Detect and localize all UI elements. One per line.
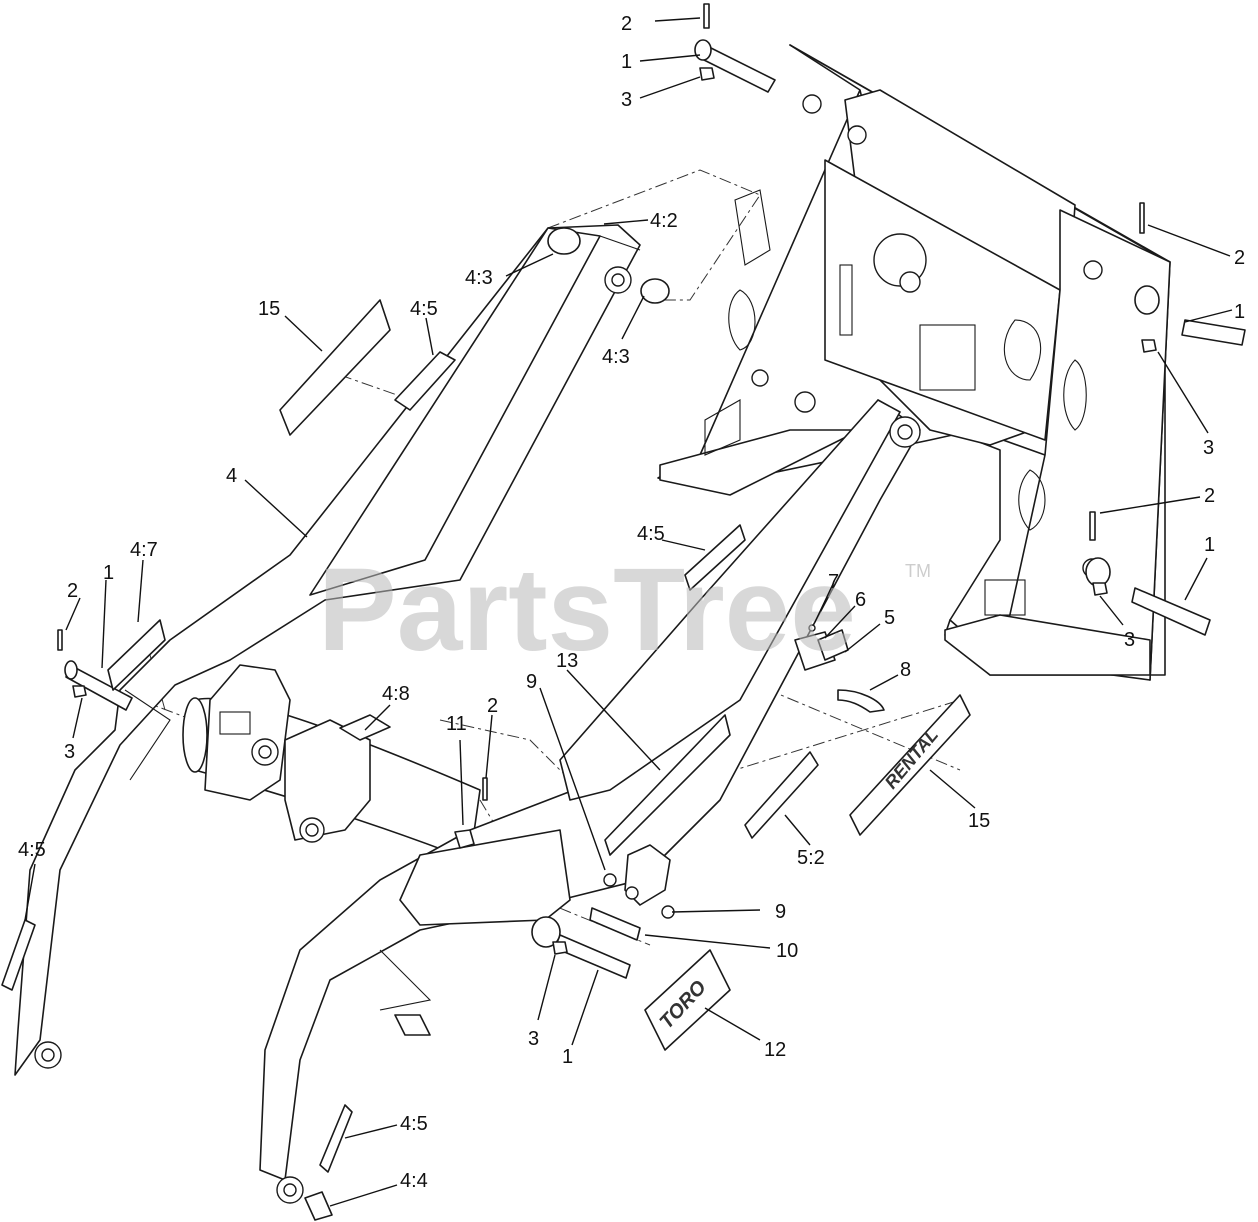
callout-label: 4:8 xyxy=(382,683,410,705)
decal-13 xyxy=(604,714,731,856)
decal-4-5-left xyxy=(1,919,36,991)
callout-label: 11 xyxy=(446,713,467,735)
main-frame xyxy=(657,44,1171,681)
lift-arm-left xyxy=(14,224,670,1076)
callout-label: 15 xyxy=(258,298,280,320)
callout-label: 3 xyxy=(64,741,75,763)
callout-label: 1 xyxy=(562,1046,573,1068)
callout-label: 2 xyxy=(1204,485,1215,507)
pins-hardware xyxy=(57,3,1246,1221)
decal-4-5-bottom xyxy=(319,1104,353,1173)
callout-label: 2 xyxy=(487,695,498,717)
lift-arm-right xyxy=(259,399,921,1204)
callout-label: 8 xyxy=(900,659,911,681)
callout-label: 13 xyxy=(556,650,578,672)
callout-label: 4:5 xyxy=(18,839,46,861)
callout-label: 15 xyxy=(968,810,990,832)
callout-label: 10 xyxy=(776,940,798,962)
decal-4-8 xyxy=(339,714,391,741)
callout-label: 9 xyxy=(526,671,537,693)
callout-label: 1 xyxy=(621,51,632,73)
callout-label: 4:4 xyxy=(400,1170,428,1192)
callout-label: 5 xyxy=(884,607,895,629)
callout-label: 2 xyxy=(621,13,632,35)
callout-label: 9 xyxy=(775,901,786,923)
decal-4-5-mid xyxy=(684,524,746,591)
callout-label: 2 xyxy=(67,580,78,602)
callout-label: 5:2 xyxy=(797,847,825,869)
callout-label: 1 xyxy=(103,562,114,584)
callout-label: 3 xyxy=(621,89,632,111)
svg-text:PartsTree: PartsTree xyxy=(318,544,856,676)
decal-5-2 xyxy=(744,751,819,839)
cross-tube xyxy=(182,664,481,861)
callout-label: 4:5 xyxy=(637,523,665,545)
callout-label: 6 xyxy=(855,589,866,611)
callout-label: 4:5 xyxy=(400,1113,428,1135)
decal-4-5-upper xyxy=(394,351,456,411)
watermark: PartsTree TM xyxy=(318,544,931,676)
cylinder-bracket xyxy=(603,844,675,919)
callout-label: 4:3 xyxy=(465,267,493,289)
toro-decal: TORO xyxy=(644,949,731,1051)
decal-4-7 xyxy=(107,619,166,691)
callout-label: 2 xyxy=(1234,247,1245,269)
svg-text:TM: TM xyxy=(905,561,931,581)
svg-text:RENTAL: RENTAL xyxy=(881,725,942,793)
callout-label: 4:2 xyxy=(650,210,678,232)
callout-label: 4:3 xyxy=(602,346,630,368)
callout-label: 4 xyxy=(226,465,237,487)
callout-label: 1 xyxy=(1204,534,1215,556)
callout-label: 4:5 xyxy=(410,298,438,320)
callout-label: 12 xyxy=(764,1039,786,1061)
callout-label: 1 xyxy=(1234,301,1245,323)
callout-label: 7 xyxy=(828,571,839,593)
leader-lines xyxy=(24,17,1233,1207)
callout-label: 3 xyxy=(528,1028,539,1050)
decal-15-upper xyxy=(279,299,391,436)
callouts: 2 1 3 4:2 4:3 4:3 15 4:5 2 1 3 4 2 1 4:7… xyxy=(18,13,1245,1192)
callout-label: 3 xyxy=(1203,437,1214,459)
callout-label: 3 xyxy=(1124,629,1135,651)
callout-label: 4:7 xyxy=(130,539,158,561)
